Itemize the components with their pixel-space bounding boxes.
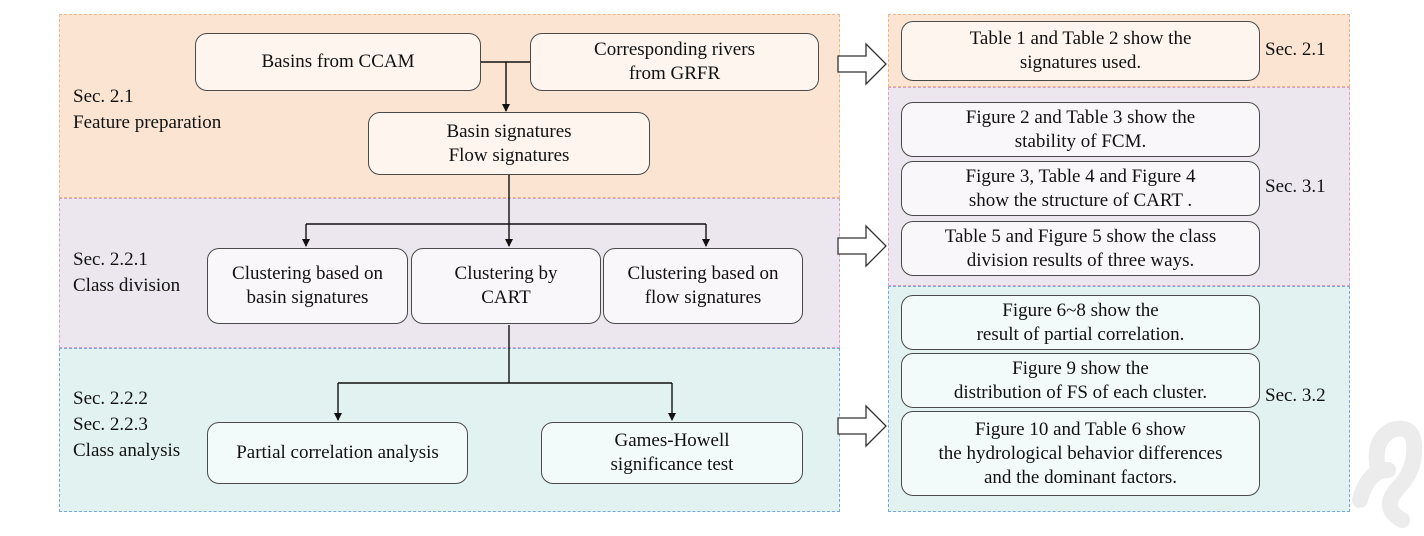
corresponding-rivers-box: Corresponding rivers from GRFR (530, 33, 819, 91)
result-box-figure3-table4: Figure 3, Table 4 and Figure 4 show the … (901, 161, 1260, 216)
result-box-figure2-table3: Figure 2 and Table 3 show the stability … (901, 102, 1260, 157)
class-division-section-label: Sec. 2.2.1 Class division (73, 249, 181, 296)
block-arrow-sec21 (837, 42, 887, 86)
result-box-figure9: Figure 9 show the distribution of FS of … (901, 353, 1260, 408)
partial-correlation-box: Partial correlation analysis (207, 422, 468, 484)
results-sec21-label: Sec. 2.1 (1265, 39, 1326, 60)
results-sec31-label: Sec. 3.1 (1265, 176, 1326, 197)
basin-flow-signatures-box: Basin signatures Flow signatures (368, 112, 650, 175)
result-box-figure6-8: Figure 6~8 show the result of partial co… (901, 295, 1260, 350)
feature-section-label: Sec. 2.1 Feature preparation (73, 86, 222, 133)
result-box-figure10-table6: Figure 10 and Table 6 show the hydrologi… (901, 411, 1260, 496)
clustering-by-cart-box: Clustering by CART (411, 248, 601, 324)
clustering-flow-signatures-box: Clustering based on flow signatures (603, 248, 803, 324)
games-howell-box: Games-Howell significance test (541, 422, 803, 484)
block-arrow-sec31 (837, 224, 887, 268)
basins-from-ccam-box: Basins from CCAM (195, 33, 481, 91)
class-analysis-section-label: Sec. 2.2.2 Sec. 2.2.3 Class analysis (73, 388, 181, 461)
results-sec32-label: Sec. 3.2 (1265, 385, 1326, 406)
result-box-table1-2: Table 1 and Table 2 show the signatures … (901, 21, 1260, 81)
clustering-basin-signatures-box: Clustering based on basin signatures (207, 248, 408, 324)
block-arrow-sec32 (837, 404, 887, 448)
result-box-table5-figure5: Table 5 and Figure 5 show the class divi… (901, 221, 1260, 276)
